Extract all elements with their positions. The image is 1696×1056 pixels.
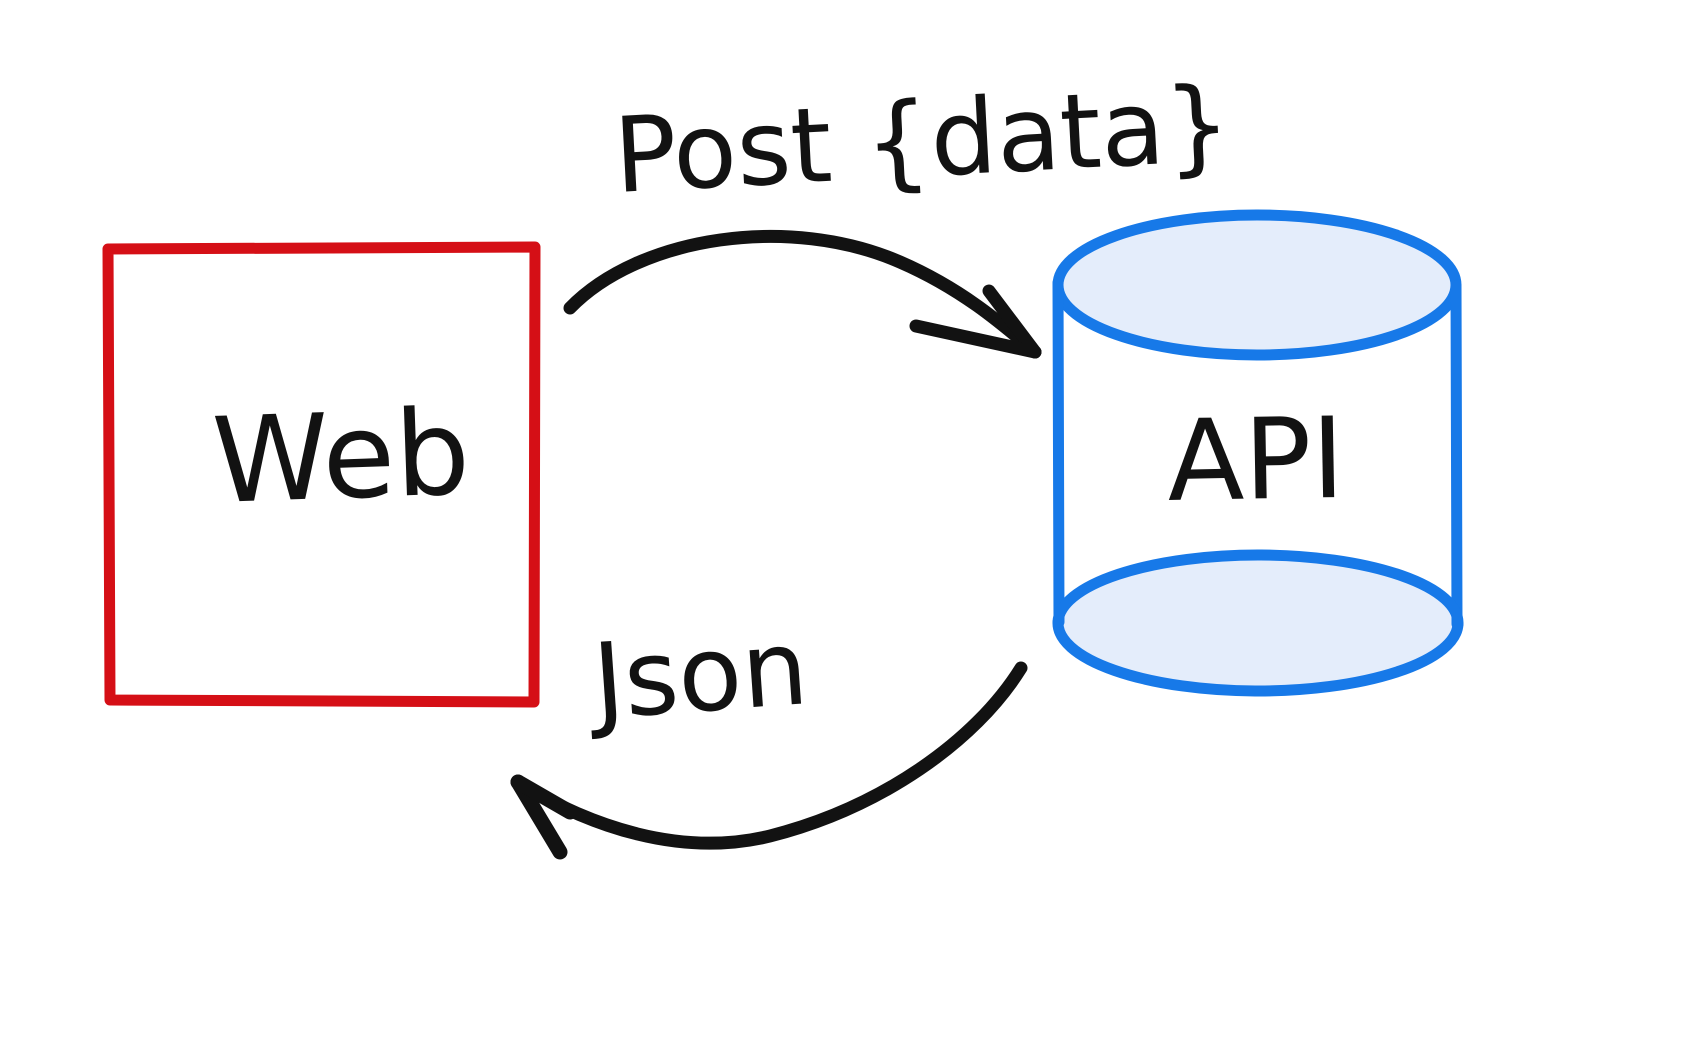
node-api-label: API bbox=[1166, 394, 1345, 527]
edge-json[interactable]: Json bbox=[510, 606, 1028, 860]
api-cylinder-right-wall bbox=[1450, 280, 1463, 630]
api-cylinder-bottom-back-arc bbox=[1052, 549, 1464, 630]
json-arrow-head-lower bbox=[510, 774, 578, 820]
edge-post-label: Post {data} bbox=[611, 63, 1234, 217]
json-arrow-curve bbox=[513, 661, 1028, 850]
edge-post[interactable]: Post {data} bbox=[563, 63, 1234, 359]
api-cylinder-bottom-fill bbox=[1057, 552, 1459, 690]
api-cylinder-top-fill bbox=[1058, 215, 1456, 355]
post-arrow-head-lower bbox=[909, 319, 1042, 359]
node-api[interactable]: API bbox=[1052, 209, 1464, 697]
api-cylinder-bottom-arc bbox=[1052, 616, 1464, 697]
web-box-outline bbox=[102, 241, 541, 708]
post-arrow-curve bbox=[563, 229, 1042, 359]
node-web-label: Web bbox=[210, 383, 472, 530]
node-web[interactable]: Web bbox=[102, 241, 541, 708]
api-cylinder-left-wall bbox=[1052, 277, 1065, 628]
edge-json-label: Json bbox=[583, 606, 811, 743]
post-arrow-head-upper bbox=[982, 284, 1042, 359]
